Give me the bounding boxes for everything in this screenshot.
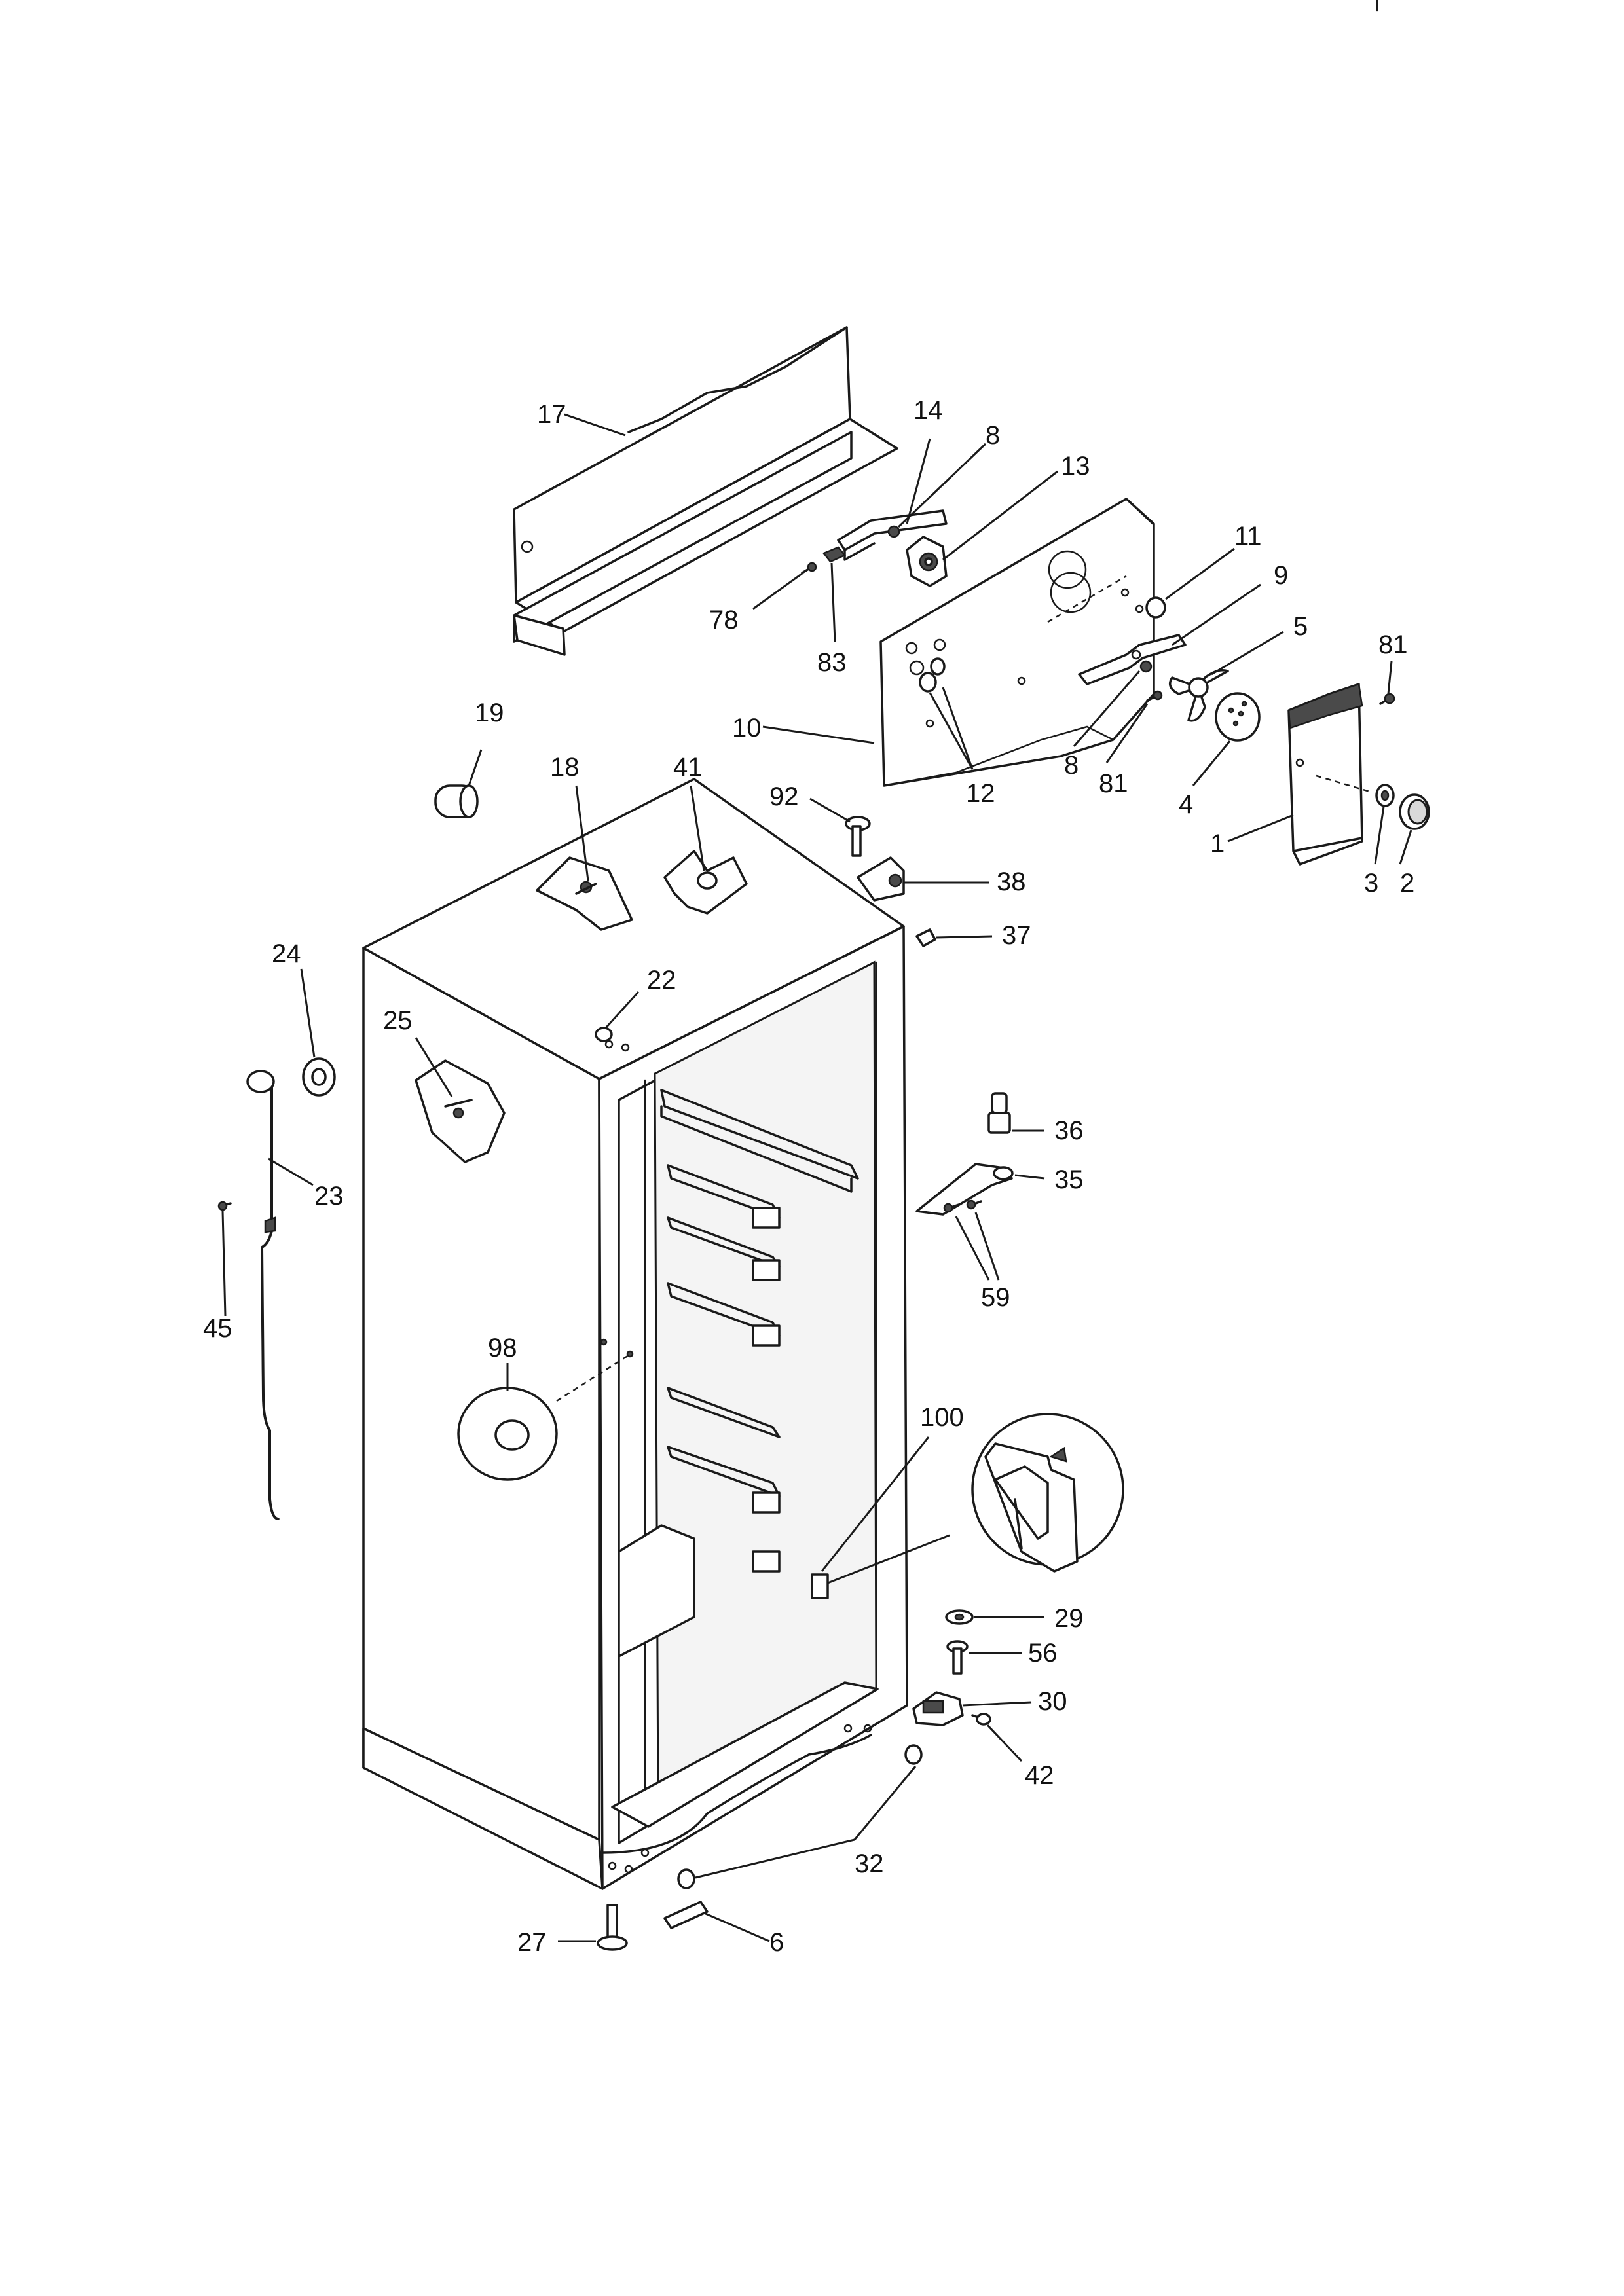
callout-35: 35 — [1054, 1165, 1084, 1194]
callout-83: 83 — [817, 648, 847, 677]
part-17-top-trim — [513, 326, 898, 656]
part-59-screws — [943, 1199, 982, 1213]
callout-81-upper: 81 — [1378, 630, 1408, 659]
part-5-fan-blade — [1168, 669, 1229, 722]
part-56-bolt — [946, 1640, 969, 1675]
part-4-fan-shroud — [1215, 692, 1261, 742]
callout-19: 19 — [475, 699, 504, 727]
callout-18: 18 — [550, 753, 580, 782]
part-1-air-duct — [1287, 683, 1373, 866]
callout-23: 23 — [314, 1182, 344, 1211]
callout-1: 1 — [1210, 829, 1225, 858]
callout-9: 9 — [1274, 561, 1288, 590]
part-13-thermostat-control — [906, 536, 948, 587]
callout-29: 29 — [1054, 1604, 1084, 1633]
part-32-plug — [677, 1744, 923, 1889]
callout-25: 25 — [383, 1006, 413, 1035]
part-81-screw-lower — [1146, 690, 1163, 702]
part-3-washer — [1375, 784, 1395, 807]
callout-22: 22 — [647, 966, 676, 994]
part-24-spacer — [302, 1057, 336, 1097]
callout-14: 14 — [913, 396, 943, 425]
part-2-knob — [1399, 793, 1430, 830]
part-98-label — [457, 1338, 634, 1481]
callout-38: 38 — [997, 867, 1026, 896]
callout-6: 6 — [769, 1928, 784, 1957]
leader-lines — [221, 413, 1412, 1942]
callout-78: 78 — [709, 606, 739, 634]
callout-24: 24 — [272, 939, 301, 968]
callout-81-lower: 81 — [1099, 769, 1128, 798]
callout-13: 13 — [1061, 452, 1090, 481]
part-8-nut-top — [887, 525, 900, 538]
part-36-hinge-pin — [987, 1092, 1011, 1134]
part-27-leveling-leg — [597, 1904, 628, 1951]
callout-labels: 17 14 8 13 78 83 11 9 5 81 10 12 8 81 4 … — [203, 396, 1414, 1957]
part-19-bushing — [434, 784, 479, 818]
callout-92: 92 — [769, 782, 799, 811]
part-10-evaporator-cover — [879, 498, 1155, 787]
part-37-pin — [915, 928, 936, 947]
part-38-top-hinge — [857, 856, 905, 902]
callout-100: 100 — [920, 1403, 964, 1432]
part-29-washer — [945, 1609, 974, 1625]
part-8-nut-lower — [1139, 660, 1153, 673]
part-42-screw — [971, 1713, 991, 1726]
callout-17: 17 — [537, 400, 566, 429]
part-100-latch — [811, 1413, 1124, 1599]
callout-41: 41 — [673, 753, 703, 782]
callout-32: 32 — [855, 1850, 884, 1878]
part-11-grommet — [1145, 596, 1166, 619]
part-30-bottom-hinge — [912, 1691, 964, 1726]
part-6-leveling-pad — [663, 1901, 709, 1929]
callout-30: 30 — [1038, 1687, 1067, 1716]
part-9-fan-bracket — [1078, 634, 1187, 685]
part-22-plug — [595, 1027, 613, 1042]
callout-8-lower: 8 — [1064, 751, 1079, 780]
part-92-bolt — [845, 816, 871, 857]
callout-4: 4 — [1179, 790, 1193, 819]
part-41-top-piece — [663, 850, 748, 915]
part-25-side-shield — [415, 1059, 506, 1163]
part-35-center-hinge — [915, 1163, 1014, 1216]
part-45-screw — [217, 1201, 232, 1211]
callout-59: 59 — [981, 1283, 1010, 1312]
callout-36: 36 — [1054, 1116, 1084, 1145]
callout-11: 11 — [1234, 522, 1262, 551]
callout-45: 45 — [203, 1314, 232, 1343]
part-78-screw — [801, 562, 817, 574]
part-23-hinge-rod — [246, 1070, 280, 1520]
callout-27: 27 — [517, 1928, 547, 1957]
part-12-plug — [919, 657, 946, 693]
part-81-screw-upper — [1379, 693, 1395, 705]
callout-98: 98 — [488, 1334, 517, 1362]
refrigerator-cabinet — [362, 778, 908, 1890]
callout-12: 12 — [966, 779, 995, 808]
callout-42: 42 — [1025, 1761, 1054, 1790]
callout-10: 10 — [732, 714, 762, 742]
callout-37: 37 — [1002, 921, 1031, 950]
callout-5: 5 — [1293, 612, 1308, 641]
part-18-top-cover — [536, 856, 633, 931]
callout-8-top: 8 — [986, 421, 1000, 450]
callout-56: 56 — [1028, 1639, 1058, 1667]
callout-3: 3 — [1364, 869, 1378, 898]
part-83-clip — [822, 546, 847, 563]
callout-2: 2 — [1400, 869, 1414, 898]
